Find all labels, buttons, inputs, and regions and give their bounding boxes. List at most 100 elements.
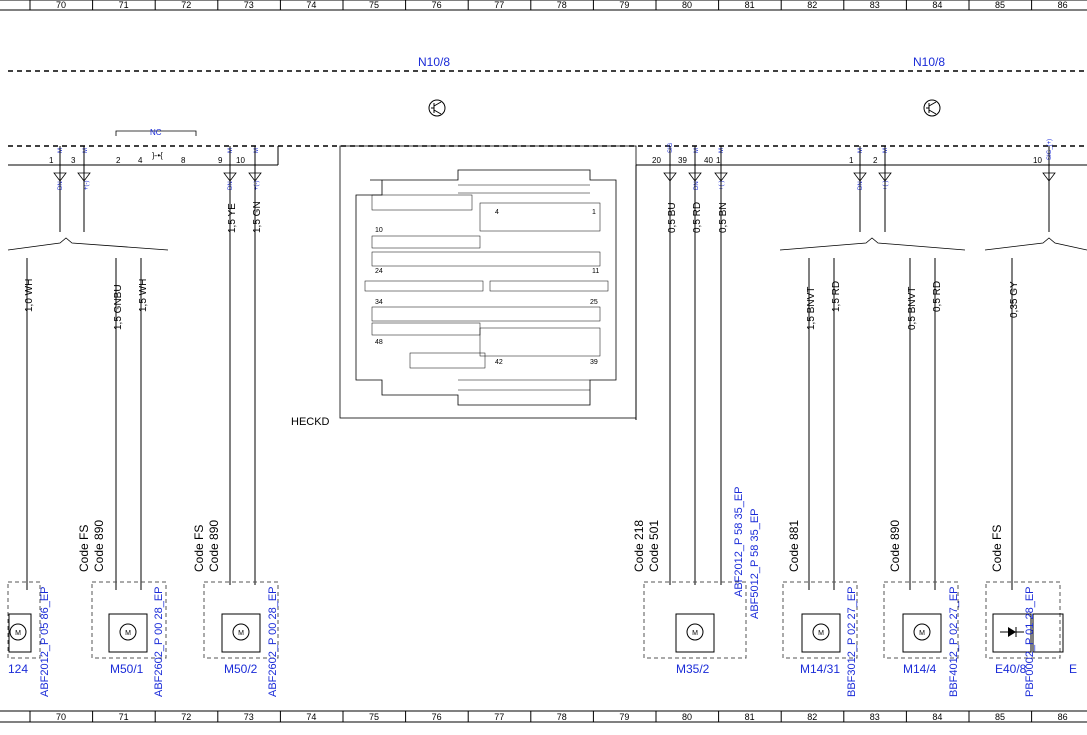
svg-text:1: 1 [592,209,596,216]
svg-text:M: M [883,148,889,153]
svg-text:4: 4 [495,209,499,216]
svg-text:124: 124 [8,662,28,676]
svg-text:1,5 YE: 1,5 YE [227,203,238,233]
component-boxes [7,581,1061,659]
svg-text:48: 48 [375,339,383,346]
grid-column-number: 80 [682,712,692,722]
pin-number: 40 [704,156,713,165]
svg-text:ABF5012_P 58 35_EP: ABF5012_P 58 35_EP [749,509,761,620]
pin-number: 4 [138,156,143,165]
nc-label: NC [150,128,162,137]
svg-text:E40/8: E40/8 [995,662,1027,676]
svg-text:1,5 GN: 1,5 GN [252,201,263,233]
top-grid [0,0,1087,11]
svg-text:Code FS: Code FS [192,525,206,572]
svg-text:M: M [719,148,725,153]
grid-column-number: 82 [807,0,817,10]
pin-number: 39 [678,156,687,165]
led-icon [1000,627,1024,637]
svg-text:+(-): +(-) [883,181,889,191]
svg-text:Code FS: Code FS [77,525,91,572]
svg-text:M14/4: M14/4 [903,662,937,676]
grid-column-number: 78 [557,712,567,722]
svg-text:1,5 GNBU: 1,5 GNBU [113,284,124,330]
svg-text:M: M [228,148,234,153]
connector-label: HECKD [291,416,330,428]
module-name-right: N10/8 [913,55,945,69]
pin-number: 10 [1033,156,1042,165]
svg-text:0,5 RD: 0,5 RD [932,281,943,312]
svg-text:M: M [15,630,21,637]
motor-icon: M M M M M M [9,623,931,641]
svg-text:DN: DN [58,181,64,190]
svg-text:E: E [1069,662,1077,676]
svg-text:M: M [254,148,260,153]
svg-text:M: M [58,148,64,153]
svg-text:M: M [83,148,89,153]
grid-column-number: 71 [119,712,129,722]
svg-text:BBF4012_P 02 27_EP: BBF4012_P 02 27_EP [948,587,960,698]
nc-bracket [115,130,197,136]
svg-text:+(-): +(-) [719,181,725,191]
pin-number: 1 [716,156,721,165]
component-names: 124 M50/1 M50/2 M35/2 M14/31 M14/4 E40/8… [8,662,1077,676]
svg-text:ABF2602_P 00 28_EP: ABF2602_P 00 28_EP [267,587,279,698]
grid-column-number: 80 [682,0,692,10]
svg-text:39: 39 [590,359,598,366]
grid-ticks: 7070717172727373747475757676777778787979… [29,0,1068,722]
grid-column-number: 81 [745,0,755,10]
pin-number: 2 [116,156,121,165]
grid-column-number: 86 [1058,712,1068,722]
svg-text:0,5 RD: 0,5 RD [692,202,703,233]
svg-text:M: M [125,630,131,637]
grid-column-number: 74 [306,712,316,722]
svg-text:0,5 BN: 0,5 BN [718,202,729,233]
svg-text:M: M [858,148,864,153]
pin-number: 8 [181,156,186,165]
svg-text:M14/31: M14/31 [800,662,840,676]
svg-text:1,5 WH: 1,5 WH [138,279,149,312]
svg-text:SIG: SIG [668,142,674,153]
svg-text:11: 11 [592,268,599,275]
grid-column-number: 78 [557,0,567,10]
connector-face: 4 1 10 24 11 34 25 48 42 39 [339,145,637,419]
svg-text:24: 24 [375,268,383,275]
grid-column-number: 76 [432,712,442,722]
bottom-grid [0,710,1087,723]
grid-column-number: 83 [870,0,880,10]
svg-text:SIG_(+): SIG_(+) [1047,139,1053,160]
grid-column-number: 71 [119,0,129,10]
pin-number: 2 [873,156,878,165]
component-inner-boxes [8,613,1064,653]
pin-number: 1 [849,156,854,165]
grid-column-number: 81 [745,712,755,722]
pin-arrows [53,172,1056,182]
svg-text:1,5 RD: 1,5 RD [831,281,842,312]
reference-labels: ABF2012_P 05 86_EP ABF2602_P 00 28_EP AB… [39,487,1036,698]
pin-number: 20 [652,156,661,165]
grid-column-number: 73 [244,712,254,722]
grid-column-number: 79 [619,0,629,10]
pin-number: 3 [71,156,76,165]
switch-icon: }-•{ [152,151,163,160]
svg-text:DN: DN [858,181,864,190]
svg-text:Code 890: Code 890 [207,520,221,572]
grid-column-number: 85 [995,0,1005,10]
svg-text:Code 890: Code 890 [888,520,902,572]
grid-column-number: 77 [494,0,504,10]
grid-column-number: 72 [181,0,191,10]
svg-text:ABF2602_P 00 28_EP: ABF2602_P 00 28_EP [153,587,165,698]
grid-column-number: 79 [619,712,629,722]
svg-text:DN: DN [228,181,234,190]
grid-column-number: 72 [181,712,191,722]
grid-column-number: 77 [494,712,504,722]
svg-text:M: M [919,630,925,637]
svg-text:M35/2: M35/2 [676,662,710,676]
svg-text:M: M [238,630,244,637]
svg-text:0,5 BU: 0,5 BU [667,202,678,233]
grid-column-number: 82 [807,712,817,722]
transistor-icon [923,99,941,117]
svg-text:BBF3012_P 02 27_EP: BBF3012_P 02 27_EP [846,587,858,698]
grid-column-number: 84 [932,712,942,722]
